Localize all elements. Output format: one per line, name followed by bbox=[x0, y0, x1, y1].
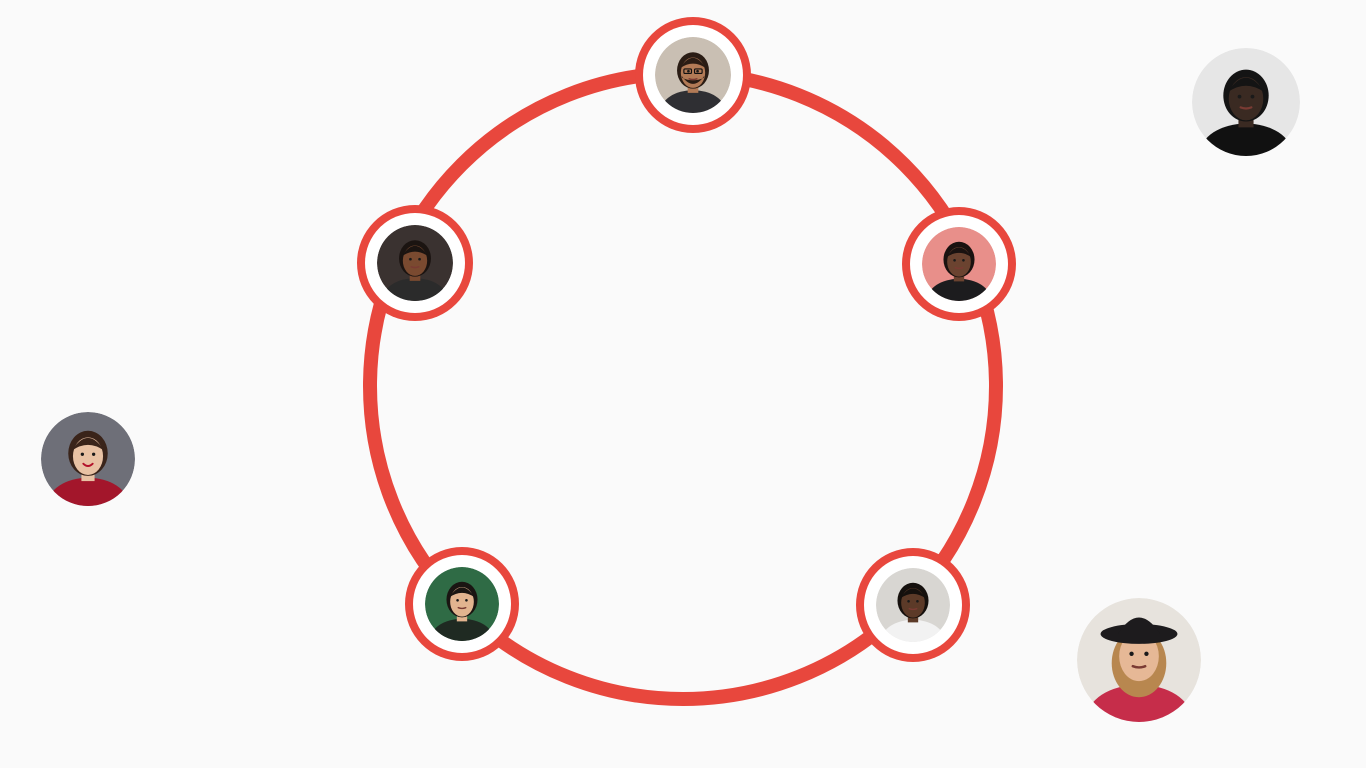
outsider-bottom-right[interactable] bbox=[1077, 598, 1201, 753]
ring-member-top[interactable] bbox=[635, 17, 751, 133]
person-avatar-icon bbox=[1192, 48, 1300, 156]
person-avatar-icon bbox=[876, 568, 950, 642]
person-avatar-icon bbox=[425, 567, 499, 641]
outsider-left[interactable] bbox=[41, 412, 135, 530]
person-avatar-icon bbox=[655, 37, 731, 113]
ring-member-upper-left[interactable] bbox=[357, 205, 473, 321]
ring-member-upper-right[interactable] bbox=[902, 207, 1016, 321]
outsider-top-right[interactable] bbox=[1192, 48, 1300, 183]
person-avatar-icon bbox=[1077, 598, 1201, 722]
person-avatar-icon bbox=[377, 225, 453, 301]
ring-member-lower-right[interactable] bbox=[856, 548, 970, 662]
ring-member-lower-left[interactable] bbox=[405, 547, 519, 661]
person-avatar-icon bbox=[41, 412, 135, 506]
person-avatar-icon bbox=[922, 227, 996, 301]
